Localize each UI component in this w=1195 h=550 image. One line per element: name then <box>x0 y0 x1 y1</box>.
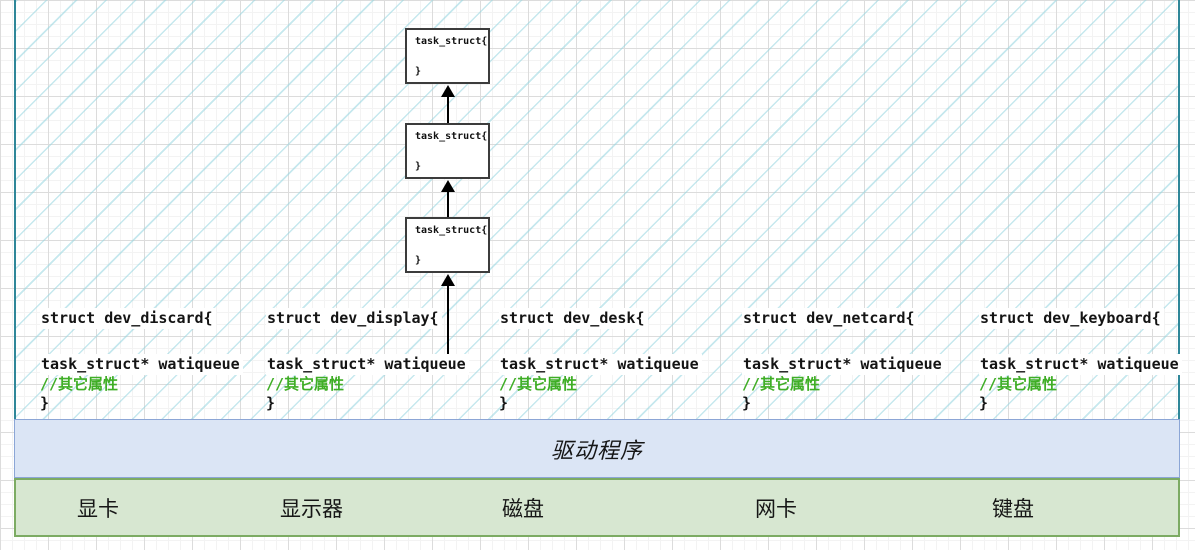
arrow-up-icon <box>441 85 455 97</box>
device-label-disk: 磁盘 <box>502 496 544 521</box>
task-struct-box-2-brace: } <box>415 161 422 172</box>
task-struct-box-2-text: task_struct{ <box>415 131 488 142</box>
device-label-graphics-card: 显卡 <box>77 496 119 521</box>
struct-close-brace: } <box>979 394 989 412</box>
struct-block-dev-desk: struct dev_desk{ task_struct* watiqueue … <box>499 308 749 413</box>
struct-comment: //其它属性 <box>742 375 821 393</box>
device-label-monitor: 显示器 <box>280 496 343 521</box>
struct-field: task_struct* watiqueue <box>266 354 469 375</box>
struct-field: task_struct* watiqueue <box>742 354 945 375</box>
struct-header: struct dev_discard{ <box>40 308 216 329</box>
device-label-keyboard: 键盘 <box>992 496 1034 521</box>
task-struct-box-1-text: task_struct{ <box>415 36 488 47</box>
struct-header: struct dev_desk{ <box>499 308 648 329</box>
driver-layer-label: 驱动程序 <box>550 438 643 464</box>
driver-layer-bar: 驱动程序 <box>14 419 1180 478</box>
struct-comment: //其它属性 <box>979 375 1058 393</box>
arrow-up-icon <box>441 180 455 192</box>
struct-close-brace: } <box>742 394 752 412</box>
struct-comment: //其它属性 <box>40 375 119 393</box>
struct-comment: //其它属性 <box>266 375 345 393</box>
struct-field: task_struct* watiqueue <box>40 354 243 375</box>
struct-block-dev-display: struct dev_display{ task_struct* watique… <box>266 308 516 413</box>
task-struct-box-3: task_struct{ } <box>405 217 490 273</box>
struct-header: struct dev_netcard{ <box>742 308 918 329</box>
struct-field: task_struct* watiqueue <box>499 354 702 375</box>
struct-close-brace: } <box>266 394 276 412</box>
struct-close-brace: } <box>40 394 50 412</box>
arrow-line <box>447 96 449 123</box>
device-layer-bar: 显卡 显示器 磁盘 网卡 键盘 <box>14 478 1180 537</box>
diagram-canvas <box>14 0 1180 419</box>
device-label-network-card: 网卡 <box>755 496 797 521</box>
struct-close-brace: } <box>499 394 509 412</box>
struct-header: struct dev_display{ <box>266 308 442 329</box>
task-struct-box-3-brace: } <box>415 255 422 266</box>
struct-field: task_struct* watiqueue <box>979 354 1182 375</box>
task-struct-box-2: task_struct{ } <box>405 123 490 179</box>
struct-block-dev-keyboard: struct dev_keyboard{ task_struct* watiqu… <box>979 308 1195 413</box>
struct-comment: //其它属性 <box>499 375 578 393</box>
task-struct-box-3-text: task_struct{ <box>415 225 488 236</box>
arrow-line <box>447 191 449 217</box>
task-struct-box-1: task_struct{ } <box>405 28 490 84</box>
struct-block-dev-netcard: struct dev_netcard{ task_struct* watique… <box>742 308 992 413</box>
arrow-line <box>447 285 449 360</box>
struct-header: struct dev_keyboard{ <box>979 308 1164 329</box>
struct-block-dev-discard: struct dev_discard{ task_struct* watique… <box>40 308 290 413</box>
arrow-up-icon <box>441 274 455 286</box>
task-struct-box-1-brace: } <box>415 66 422 77</box>
